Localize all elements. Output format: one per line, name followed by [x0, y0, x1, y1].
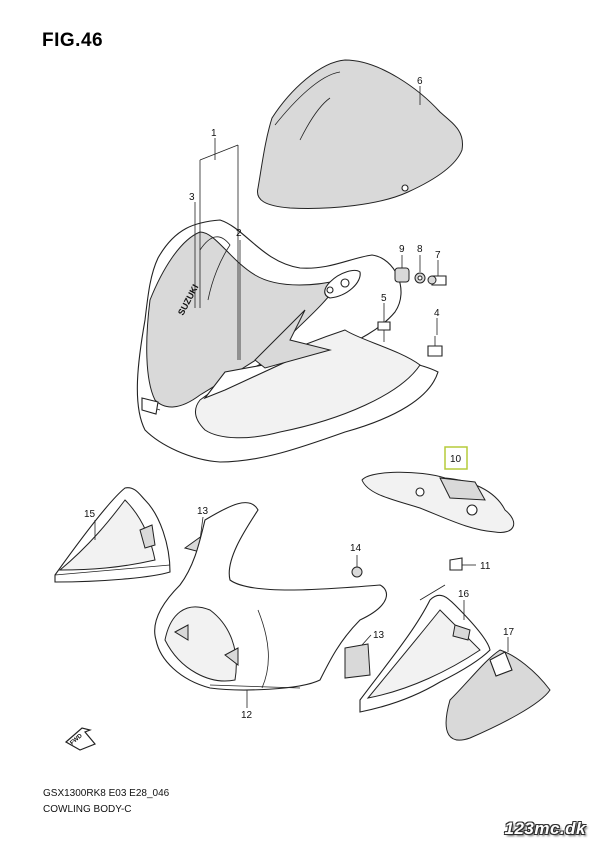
callout-14: 14 [350, 543, 362, 554]
windscreen-part-6 [256, 59, 464, 209]
screw-part-5 [377, 321, 391, 331]
callout-1: 1 [211, 128, 217, 139]
pad-part-13-lower [344, 643, 371, 679]
collar-part-9 [394, 267, 410, 283]
callout-12: 12 [241, 710, 253, 721]
grommet-part-14 [351, 566, 363, 578]
callout-4: 4 [434, 308, 440, 319]
callout-8: 8 [417, 244, 423, 255]
fwd-arrow-icon: FWD [64, 727, 96, 751]
leader-lines [94, 86, 509, 708]
upper-cowling-parts-1-2-3: SUZUKI [136, 219, 439, 463]
watermark-logo: 123mc.dk [504, 819, 586, 838]
callout-15: 15 [84, 509, 96, 520]
lower-cowling-part-12 [154, 502, 388, 691]
section-name-label: COWLING BODY-C [43, 804, 132, 815]
lower-cover-part-17 [445, 649, 551, 741]
side-panel-part-15 [54, 487, 171, 583]
callout-2: 2 [236, 228, 242, 239]
callout-17: 17 [503, 627, 515, 638]
callout-numbers: 1 2 3 4 5 6 7 8 9 10 11 12 13 13 14 15 1… [84, 76, 515, 721]
callout-11: 11 [480, 561, 491, 572]
callout-6: 6 [417, 76, 423, 87]
part-10-highlight-box [444, 446, 468, 470]
callout-13-lower: 13 [373, 630, 385, 641]
callout-9: 9 [399, 244, 405, 255]
callout-10: 10 [450, 454, 462, 465]
callout-13-upper: 13 [197, 506, 209, 517]
bracket-part-10 [361, 471, 515, 571]
side-panel-part-16 [359, 584, 491, 713]
model-code-label: GSX1300RK8 E03 E28_046 [43, 788, 170, 799]
callout-7: 7 [435, 250, 441, 261]
screw-part-4 [427, 345, 443, 357]
fastener-group [377, 267, 447, 357]
figure-title: FIG.46 [42, 30, 104, 51]
callout-3: 3 [189, 192, 195, 203]
nut-part-11 [449, 557, 463, 571]
callout-16: 16 [458, 589, 470, 600]
callout-5: 5 [381, 293, 387, 304]
